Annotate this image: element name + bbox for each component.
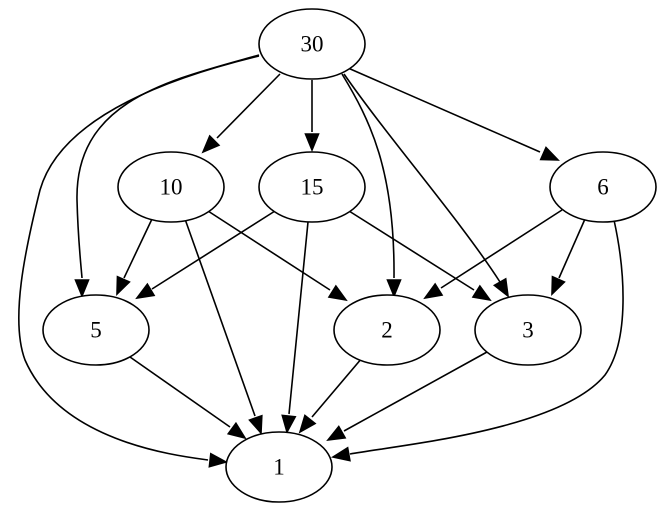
node-ellipse[interactable] — [333, 294, 441, 366]
arrowhead-icon — [74, 279, 90, 299]
edge-line — [288, 221, 309, 415]
node-ellipse[interactable] — [258, 151, 366, 223]
arrowhead-icon — [304, 133, 320, 153]
node-ellipse[interactable] — [549, 151, 657, 223]
edge-30-to-6 — [347, 67, 560, 161]
arrowhead-icon — [116, 275, 131, 296]
edge-line — [17, 55, 260, 461]
node-label: 15 — [301, 175, 324, 200]
edge-15-to-3 — [348, 210, 492, 302]
edge-10-to-2 — [207, 210, 348, 302]
edge-6-to-1 — [330, 219, 624, 462]
edge-line — [343, 73, 501, 283]
edge-line — [558, 218, 586, 279]
arrowhead-icon — [551, 275, 566, 296]
node-label: 5 — [90, 318, 102, 343]
node-label: 10 — [160, 175, 183, 200]
node-label: 30 — [301, 32, 324, 57]
arrowhead-icon — [248, 414, 263, 436]
edge-line — [184, 218, 256, 417]
node-30[interactable]: 30 — [258, 8, 366, 80]
edge-line — [349, 219, 624, 455]
node-6[interactable]: 6 — [549, 151, 657, 223]
edge-line — [341, 73, 395, 279]
edge-line — [207, 210, 331, 291]
edge-15-to-5 — [135, 210, 276, 300]
arrowhead-icon — [327, 284, 348, 302]
edge-line — [129, 356, 231, 428]
node-ellipse[interactable] — [117, 151, 225, 223]
edge-3-to-1 — [326, 351, 488, 442]
edge-30-to-3 — [343, 73, 510, 298]
arrowhead-icon — [423, 282, 444, 300]
edge-line — [343, 351, 488, 432]
edge-line — [123, 218, 153, 279]
edge-line — [348, 210, 475, 291]
arrowhead-icon — [298, 414, 317, 434]
arrowhead-icon — [201, 134, 221, 154]
arrowhead-icon — [492, 277, 510, 298]
node-label: 3 — [522, 318, 534, 343]
edge-30-to-1 — [17, 55, 260, 468]
edge-10-to-5 — [116, 218, 153, 296]
node-5[interactable]: 5 — [42, 294, 150, 366]
edge-line — [440, 209, 563, 289]
edge-15-to-1 — [281, 221, 309, 435]
arrowhead-icon — [386, 279, 402, 299]
node-15[interactable]: 15 — [258, 151, 366, 223]
edges-layer — [17, 54, 624, 468]
edge-30-to-10 — [201, 73, 281, 154]
arrowhead-icon — [135, 282, 156, 300]
node-ellipse[interactable] — [258, 8, 366, 80]
edge-30-to-15 — [304, 80, 320, 153]
arrowhead-icon — [539, 146, 560, 161]
edge-2-to-1 — [298, 357, 363, 434]
node-label: 1 — [273, 455, 285, 480]
edge-6-to-3 — [551, 218, 586, 296]
arrowhead-icon — [281, 414, 297, 435]
arrowhead-icon — [330, 446, 351, 462]
node-2[interactable]: 2 — [333, 294, 441, 366]
node-ellipse[interactable] — [42, 294, 150, 366]
edge-10-to-1 — [184, 218, 263, 436]
edge-line — [216, 73, 281, 139]
arrowhead-icon — [471, 284, 492, 302]
node-ellipse[interactable] — [225, 431, 333, 503]
node-10[interactable]: 10 — [117, 151, 225, 223]
edge-30-to-2 — [341, 73, 402, 299]
edge-line — [311, 357, 363, 418]
arrowhead-icon — [326, 425, 347, 442]
node-label: 2 — [381, 318, 393, 343]
edge-6-to-2 — [423, 209, 563, 300]
nodes-layer: 30 10 15 6 5 2 3 1 — [42, 8, 657, 503]
edge-line — [151, 210, 276, 290]
edge-line — [347, 67, 541, 153]
node-ellipse[interactable] — [474, 294, 582, 366]
node-1[interactable]: 1 — [225, 431, 333, 503]
edge-5-to-1 — [129, 356, 247, 440]
node-3[interactable]: 3 — [474, 294, 582, 366]
arrowhead-icon — [226, 421, 247, 440]
arrowhead-icon — [208, 452, 229, 468]
node-label: 6 — [597, 175, 609, 200]
